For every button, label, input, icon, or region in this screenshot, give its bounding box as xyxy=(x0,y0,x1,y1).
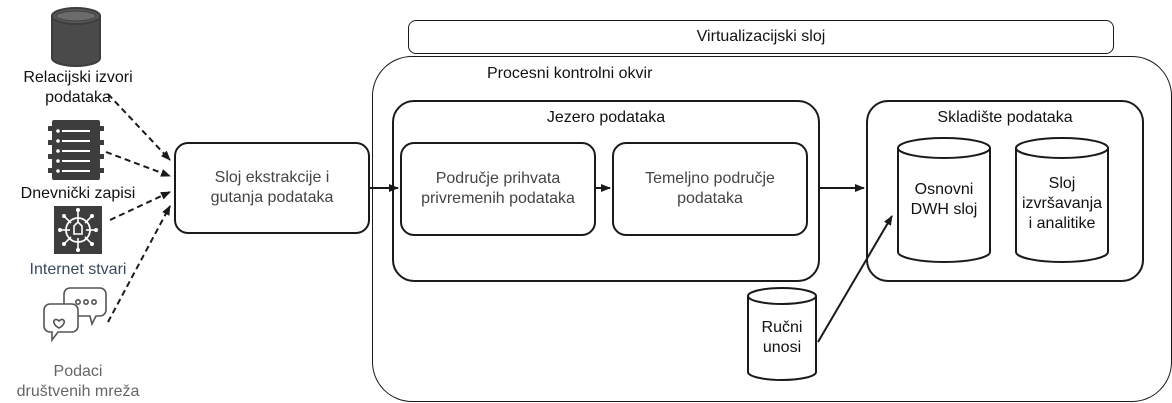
virtualization-layer: Virtualizacijski sloj xyxy=(408,20,1114,54)
staging-area-label: Područje prihvata privremenih podataka xyxy=(421,170,575,207)
process-control-frame-label: Procesni kontrolni okvir xyxy=(487,65,653,82)
log-document-icon xyxy=(48,120,104,180)
base-area-label: Temeljno područje podataka xyxy=(645,170,775,207)
data-warehouse-title: Skladište podataka xyxy=(937,109,1073,126)
database-icon xyxy=(51,7,101,67)
iot-source-label: Internet stvari xyxy=(29,261,127,278)
iot-icon xyxy=(54,206,102,254)
social-source-label: Podaci društvenih mreža xyxy=(16,363,140,400)
execution-analytics-label: Sloj izvršavanja i analitike xyxy=(1021,175,1103,232)
extraction-layer-label: Sloj ekstrakcije i gutanja podataka xyxy=(210,169,334,206)
staging-area-box: Područje prihvata privremenih podataka xyxy=(400,142,596,236)
logs-source-arrow xyxy=(105,151,171,177)
manual-input-label: Ručni unosi xyxy=(761,319,803,356)
virtualization-layer-label: Virtualizacijski sloj xyxy=(696,28,826,45)
logs-source-label: Dnevnički zapisi xyxy=(20,185,136,202)
extraction-layer-box: Sloj ekstrakcije i gutanja podataka xyxy=(174,142,370,234)
chat-bubbles-icon xyxy=(43,287,107,343)
relational-source-label: Relacijski izvori podataka xyxy=(23,69,133,106)
data-lake-title: Jezero podataka xyxy=(546,109,666,126)
dwh-layer-label: Osnovni DWH sloj xyxy=(910,181,978,218)
base-area-box: Temeljno područje podataka xyxy=(612,142,808,236)
